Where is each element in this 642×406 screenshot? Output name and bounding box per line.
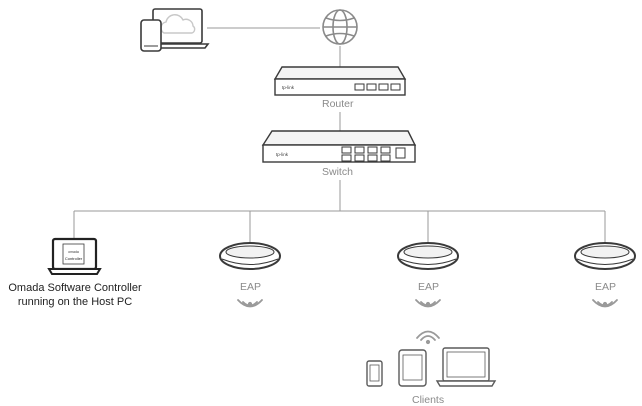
access-point-icon <box>397 242 459 270</box>
clients-label: Clients <box>412 394 445 406</box>
eap-2 <box>397 242 459 345</box>
controller-label-line-2: running on the Host PC <box>17 296 133 308</box>
cloud-devices-icon <box>140 8 210 52</box>
connection-lines <box>73 27 606 244</box>
router-label: Router <box>322 98 354 110</box>
access-point-icon <box>219 242 281 270</box>
access-point-icon <box>574 242 636 270</box>
laptop-icon: omada Controller <box>47 237 102 275</box>
switch-brand-text: tp-link <box>276 152 289 157</box>
phone-icon <box>366 360 383 387</box>
wifi-signal-icon <box>237 299 263 308</box>
eap-1 <box>219 242 281 308</box>
wifi-signal-icon <box>415 299 441 345</box>
eap-3 <box>574 242 636 308</box>
router-brand-text: tp-link <box>282 85 295 90</box>
switch-icon: tp-link <box>261 130 417 163</box>
switch-label: Switch <box>322 166 353 178</box>
eap-2-label: EAP <box>418 281 440 293</box>
tablet-icon <box>398 349 427 387</box>
controller-screen-brand: omada <box>68 250 79 254</box>
router-icon: tp-link <box>273 66 407 96</box>
eap-3-label: EAP <box>595 281 617 293</box>
globe-icon <box>322 9 358 45</box>
controller-label: Omada Software Controller running on the… <box>0 281 150 309</box>
wifi-signal-icon <box>592 299 618 308</box>
controller-label-line-1: Omada Software Controller <box>8 282 142 294</box>
laptop-icon <box>435 347 497 387</box>
controller-screen-label: Controller <box>65 256 83 261</box>
clients-icons <box>366 347 497 387</box>
eap-1-label: EAP <box>240 281 262 293</box>
